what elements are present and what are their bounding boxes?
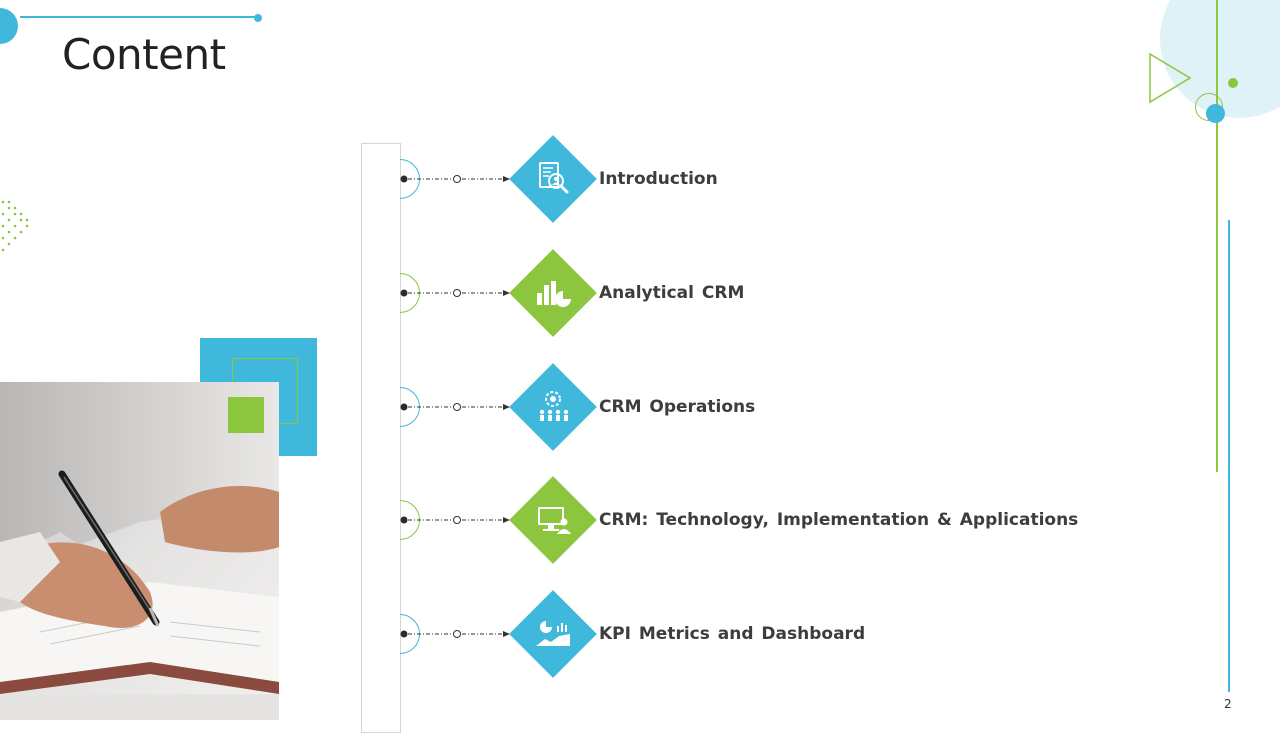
play-triangle-icon [1149,52,1192,104]
decor-circle-top-left [0,8,18,44]
bar-pie-chart-icon [537,281,571,307]
decor-dot-green [1228,78,1238,88]
agenda-item-label: Analytical CRM [599,283,745,303]
decor-line-green [1216,0,1218,472]
agenda-item-label: KPI Metrics and Dashboard [599,624,866,644]
document-search-icon [539,162,569,194]
decor-dot-blue [1206,104,1225,123]
monitor-user-icon [538,507,571,534]
timeline-bar [361,143,401,733]
gear-people-icon [539,391,569,421]
agenda-item[interactable]: KPI Metrics and Dashboard [0,590,1100,678]
photo-hand-writing [0,382,279,720]
connector-arrow [400,175,510,183]
decor-square-green [228,397,264,433]
agenda-item[interactable]: Introduction [0,135,1100,223]
page-number: 2 [1224,697,1232,711]
connector-arrow [400,403,510,411]
agenda-item[interactable]: CRM: Technology, Implementation & Applic… [0,476,1100,564]
agenda-item[interactable]: Analytical CRM [0,249,1100,337]
agenda-item[interactable]: CRM Operations [0,363,1100,451]
decor-dot-pattern [1,200,29,252]
page-title: Content [62,30,226,79]
connector-arrow [400,516,510,524]
decor-line-blue [1228,220,1230,692]
dashboard-chart-icon [536,621,570,646]
agenda-item-label: CRM: Technology, Implementation & Applic… [599,510,1079,530]
connector-arrow [400,289,510,297]
agenda-item-label: Introduction [599,169,718,189]
decor-line-top [20,16,258,18]
connector-arrow [400,630,510,638]
agenda-item-label: CRM Operations [599,397,756,417]
decor-dot-top [254,14,262,22]
